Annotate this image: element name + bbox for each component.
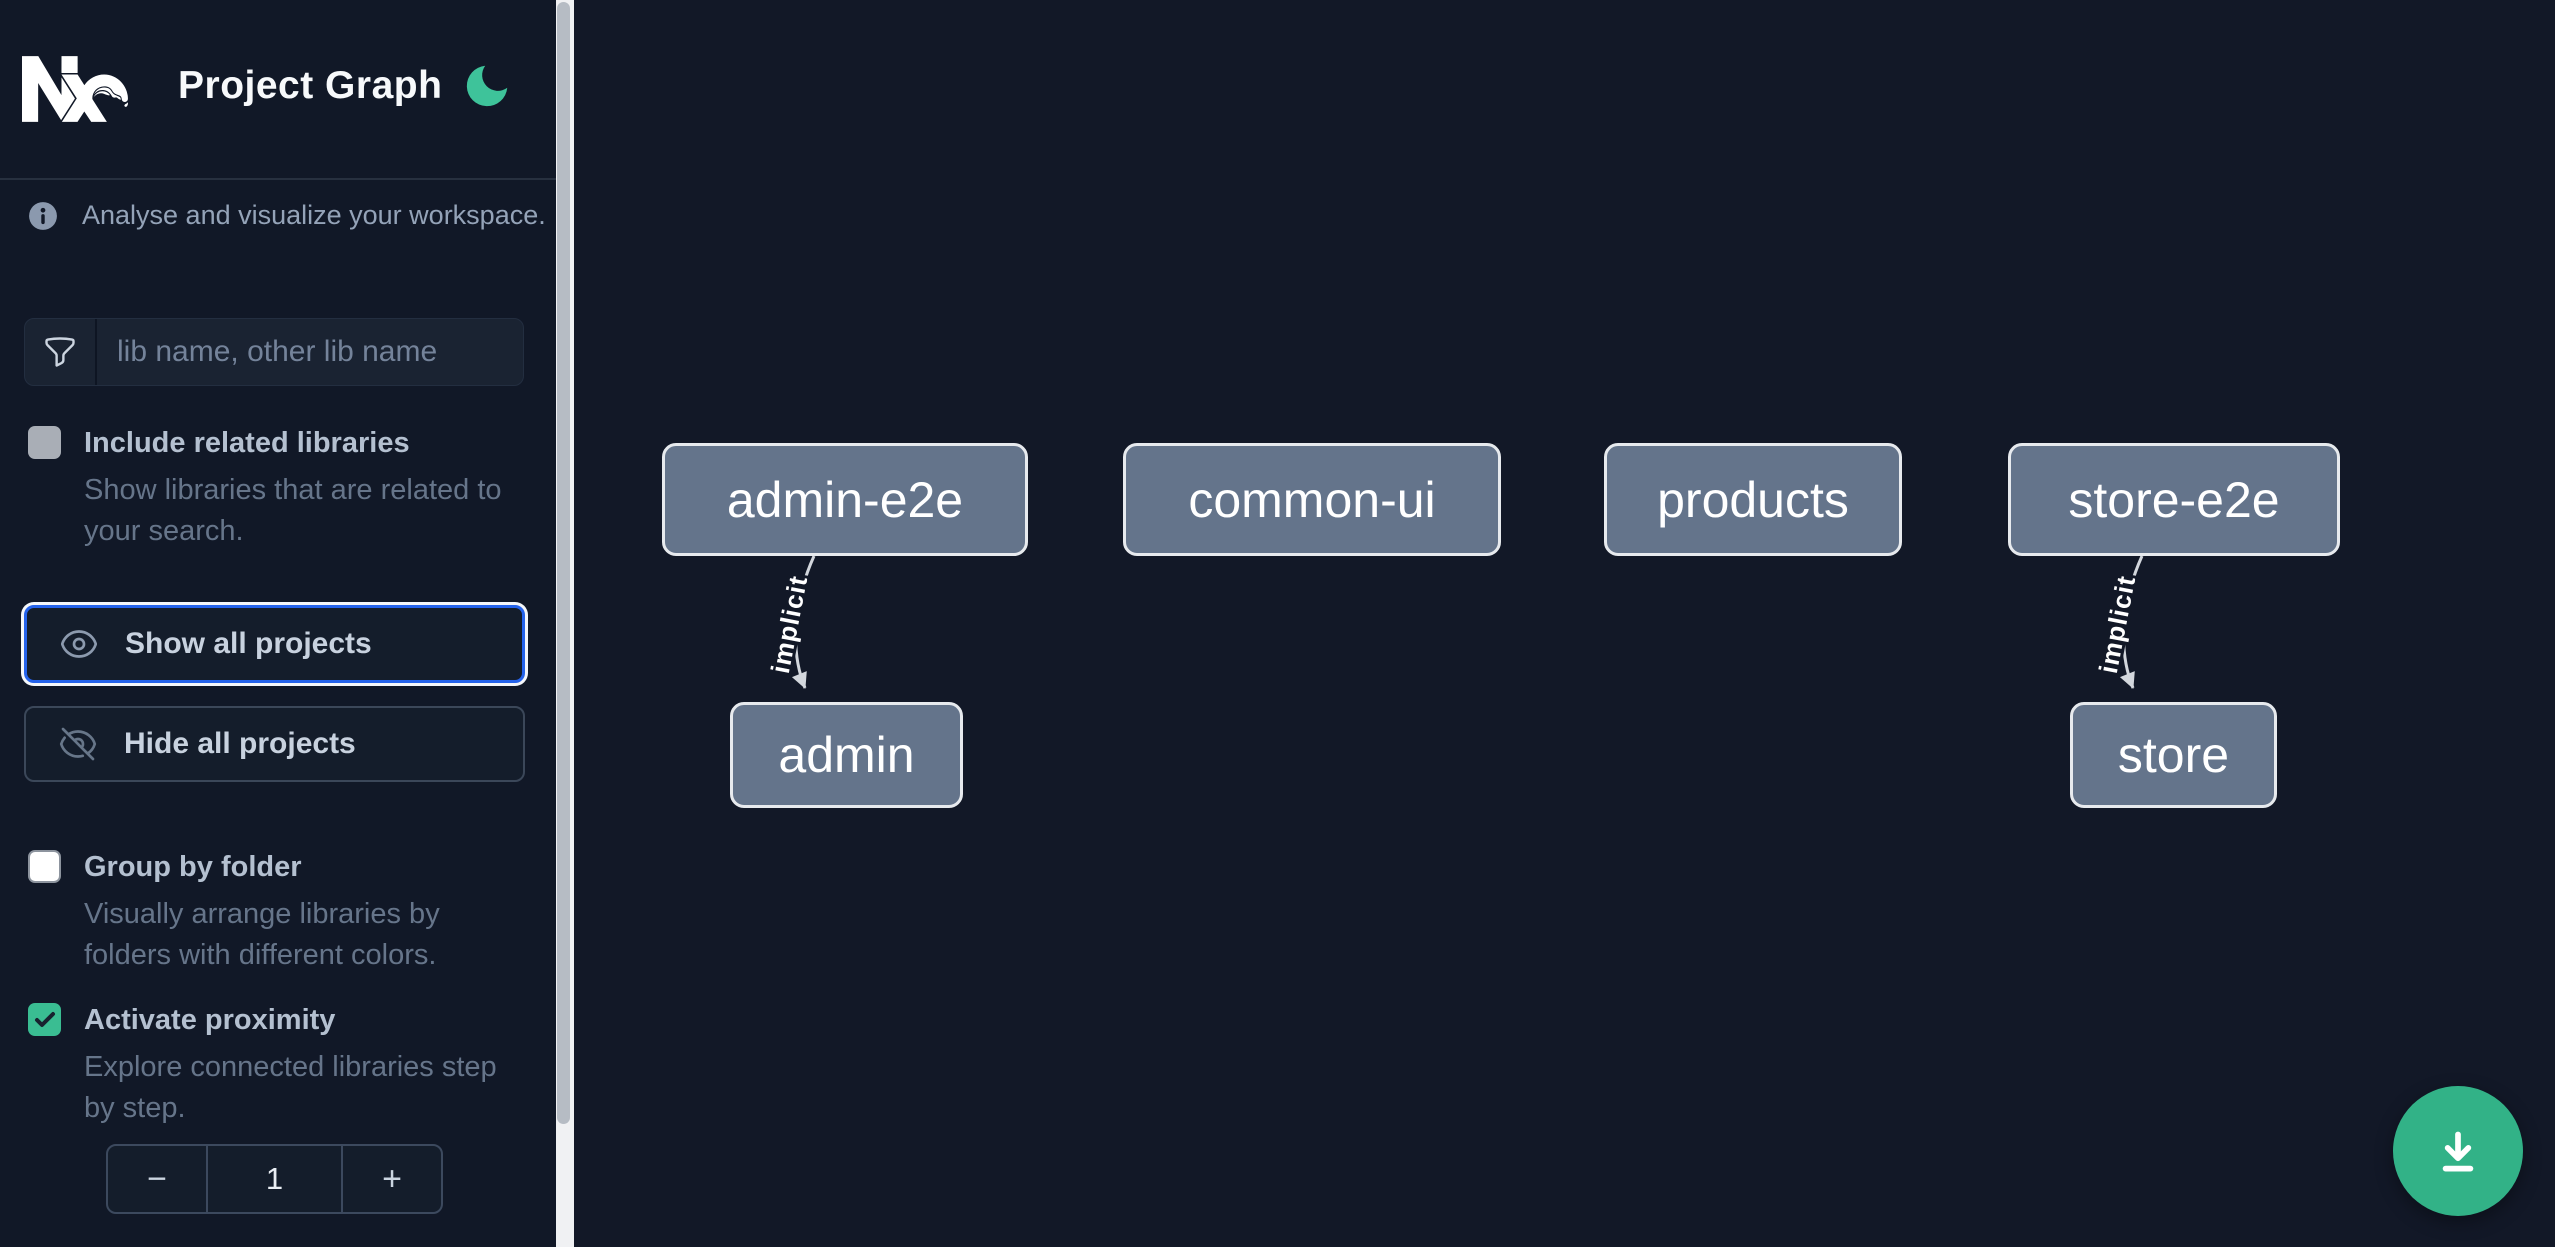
download-graph-button[interactable] bbox=[2393, 1086, 2523, 1216]
check-icon bbox=[34, 1011, 55, 1027]
graph-node-common-ui[interactable]: common-ui bbox=[1123, 443, 1501, 556]
graph-node-products[interactable]: products bbox=[1604, 443, 1902, 556]
eye-icon bbox=[60, 630, 98, 658]
info-icon bbox=[29, 201, 57, 230]
option-activate-proximity: Activate proximity Explore connected lib… bbox=[28, 1001, 528, 1129]
edge-label[interactable]: implicit bbox=[2090, 570, 2144, 679]
edge-label[interactable]: implicit bbox=[762, 570, 816, 679]
node-label: store bbox=[2117, 727, 2230, 783]
eye-slash-icon bbox=[59, 727, 97, 761]
option-include-related: Include related libraries Show libraries… bbox=[28, 424, 528, 552]
proximity-depth-value[interactable] bbox=[206, 1146, 343, 1212]
sidebar: Project Graph Analyse and visualize your… bbox=[0, 0, 556, 1247]
hide-all-projects-label: Hide all projects bbox=[124, 727, 356, 760]
graph-node-store[interactable]: store bbox=[2070, 702, 2277, 808]
option-label: Group by folder bbox=[84, 851, 302, 883]
show-all-projects-button[interactable]: Show all projects bbox=[24, 605, 525, 683]
option-description: Show libraries that are related to your … bbox=[84, 474, 502, 547]
sidebar-scrollbar[interactable] bbox=[556, 0, 574, 1247]
page-title: Project Graph bbox=[178, 64, 443, 107]
graph-node-admin[interactable]: admin bbox=[730, 702, 963, 808]
node-label: store-e2e bbox=[2068, 471, 2280, 528]
node-label: products bbox=[1657, 471, 1849, 528]
option-description: Visually arrange libraries by folders wi… bbox=[84, 898, 440, 971]
nx-logo-icon bbox=[22, 56, 128, 122]
option-label: Activate proximity bbox=[84, 1004, 336, 1036]
graph-edges: implicit implicit bbox=[762, 555, 2144, 689]
filter-box bbox=[24, 318, 524, 386]
option-group-by-folder: Group by folder Visually arrange librari… bbox=[28, 848, 528, 976]
graph-node-store-e2e[interactable]: store-e2e bbox=[2008, 443, 2340, 556]
node-label: admin bbox=[778, 727, 915, 783]
decrement-button[interactable]: − bbox=[108, 1146, 206, 1212]
increment-button[interactable]: + bbox=[343, 1146, 441, 1212]
checkbox-activate-proximity[interactable] bbox=[28, 1003, 61, 1036]
node-label: common-ui bbox=[1188, 471, 1436, 528]
funnel-icon bbox=[25, 319, 97, 385]
edge-admin-e2e-admin[interactable]: implicit bbox=[762, 555, 816, 689]
option-label: Include related libraries bbox=[84, 427, 410, 459]
intro-text: Analyse and visualize your workspace. bbox=[82, 200, 546, 230]
header-divider bbox=[0, 178, 556, 180]
hide-all-projects-button[interactable]: Hide all projects bbox=[24, 706, 525, 782]
proximity-depth-stepper: − + bbox=[106, 1144, 443, 1214]
option-description: Explore connected libraries step by step… bbox=[84, 1051, 497, 1124]
edge-store-e2e-store[interactable]: implicit bbox=[2090, 555, 2144, 689]
filter-input[interactable] bbox=[97, 319, 523, 385]
sidebar-scrollbar-thumb[interactable] bbox=[557, 2, 570, 1124]
download-icon bbox=[2442, 1131, 2474, 1172]
moon-icon bbox=[466, 65, 508, 106]
checkbox-include-related-libraries[interactable] bbox=[28, 426, 61, 459]
graph-canvas[interactable]: implicit implicit admin-e2e common-ui pr… bbox=[574, 0, 2555, 1247]
theme-toggle-button[interactable] bbox=[458, 58, 516, 116]
checkbox-group-by-folder[interactable] bbox=[28, 850, 61, 883]
show-all-projects-label: Show all projects bbox=[125, 627, 372, 660]
graph-node-admin-e2e[interactable]: admin-e2e bbox=[662, 443, 1028, 556]
node-label: admin-e2e bbox=[726, 471, 964, 528]
